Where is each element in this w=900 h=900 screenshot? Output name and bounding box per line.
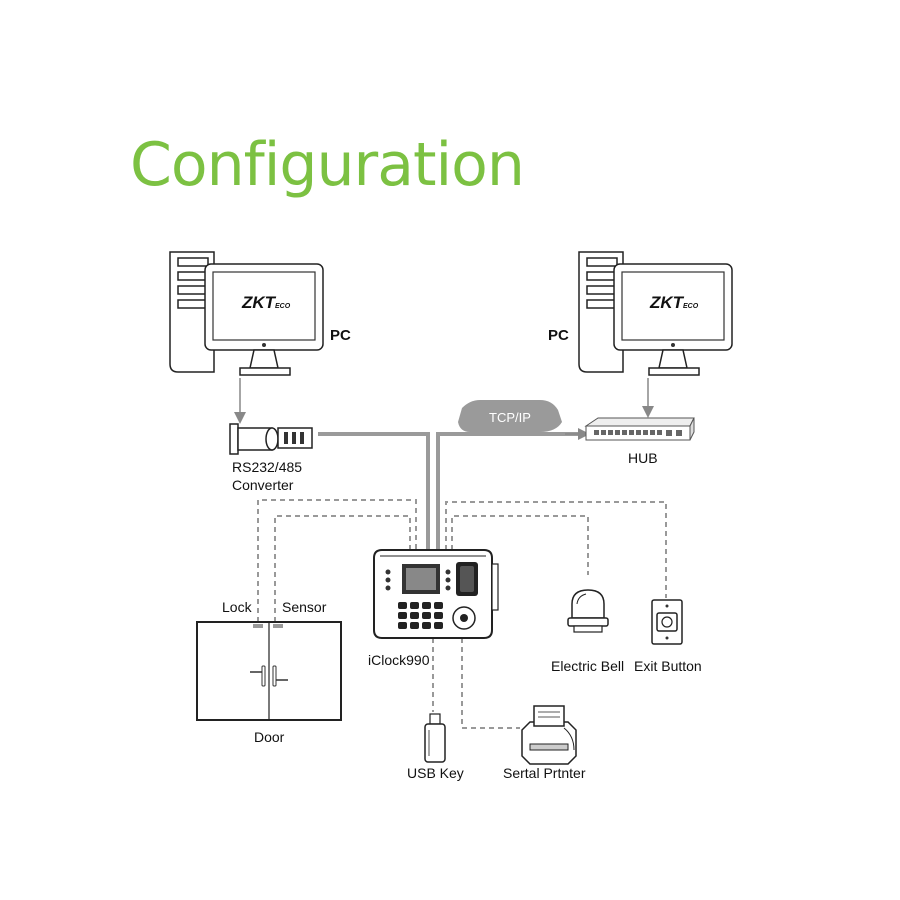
iclock-terminal-icon <box>373 549 499 639</box>
bell-label: Electric Bell <box>551 658 624 674</box>
pc-right-label: PC <box>548 327 569 344</box>
brand-logo: ZKT <box>649 293 685 312</box>
electric-bell: Electric Bell <box>551 589 624 674</box>
converter-label-1: RS232/485 <box>232 459 302 475</box>
bell-wire <box>451 515 589 575</box>
serial-printer: Sertal Prtnter <box>503 705 586 781</box>
network-switch-icon <box>584 417 695 441</box>
device: iClock990 <box>368 549 499 668</box>
pc-right: ZKT ECO PC <box>548 251 733 376</box>
usb-key-label: USB Key <box>407 765 464 781</box>
page-title: Configuration <box>130 130 525 200</box>
tcpip-label: TCP/IP <box>489 410 531 425</box>
hub: HUB <box>584 417 695 466</box>
bell-icon <box>567 589 609 633</box>
pc-tower-icon <box>578 251 624 373</box>
exit-button-device: Exit Button <box>634 599 702 674</box>
converter-label-2: Converter <box>232 477 294 493</box>
exit-button-icon <box>651 599 683 645</box>
monitor-icon: ZKT ECO <box>613 263 733 376</box>
door-label: Door <box>254 729 285 745</box>
lock-label: Lock <box>222 599 253 615</box>
usb-key-icon <box>424 713 446 763</box>
monitor-icon: ZKT ECO <box>204 263 324 376</box>
exit-button-label: Exit Button <box>634 658 702 674</box>
printer-wire <box>461 638 520 729</box>
hub-label: HUB <box>628 450 658 466</box>
connections <box>234 378 667 729</box>
pc-left-label: PC <box>330 327 351 344</box>
device-label: iClock990 <box>368 652 430 668</box>
pc-tower-icon <box>169 251 215 373</box>
tcpip-line <box>436 432 582 550</box>
converter: RS232/485 Converter <box>229 423 313 493</box>
printer-label: Sertal Prtnter <box>503 765 586 781</box>
converter-icon <box>229 423 313 455</box>
rs485-line <box>318 432 430 550</box>
sensor-wire <box>274 515 411 622</box>
door: Lock Sensor Door <box>196 599 342 745</box>
sensor-label: Sensor <box>282 599 327 615</box>
brand-suffix: ECO <box>275 303 291 310</box>
exit-wire <box>445 501 667 598</box>
tcpip-badge: TCP/IP <box>458 400 562 432</box>
printer-icon <box>521 705 577 765</box>
brand-logo: ZKT <box>241 293 277 312</box>
pc-left: ZKT ECO PC <box>169 251 351 376</box>
usb-key: USB Key <box>407 713 464 781</box>
lock-wire <box>257 499 417 622</box>
double-door-icon <box>196 621 342 721</box>
brand-suffix: ECO <box>683 303 699 310</box>
